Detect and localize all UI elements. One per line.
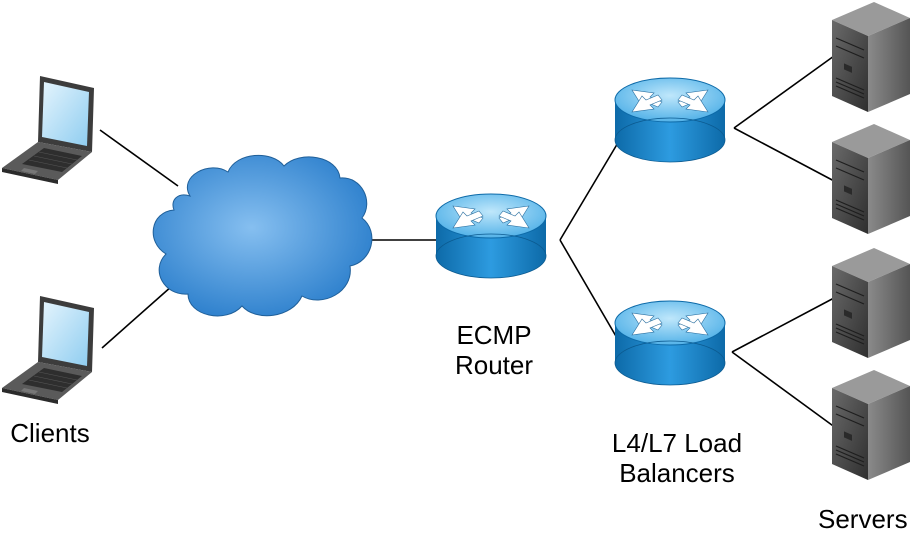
laptop-icon [1, 75, 95, 185]
server-tower-icon [831, 1, 911, 113]
router-label-line2: Router [454, 350, 534, 380]
load-balancers-label-line1: L4/L7 Load [611, 428, 743, 458]
server-tower-icon [831, 369, 911, 481]
clients-label: Clients [10, 418, 90, 448]
server-tower-icon [831, 247, 911, 359]
link-lb2-server4 [731, 351, 837, 429]
laptop-icon [1, 295, 95, 405]
link-client2-cloud [101, 285, 173, 349]
link-lb2-server3 [731, 297, 835, 353]
links [99, 55, 837, 429]
cloud-icon [152, 154, 373, 317]
server-tower-icon [831, 123, 911, 235]
link-lb1-server2 [733, 127, 837, 183]
link-router-lb2 [559, 239, 625, 351]
router-icon [614, 77, 726, 163]
load-balancers-label-line2: Balancers [619, 458, 735, 488]
router-icon [614, 300, 726, 386]
link-lb1-server1 [733, 55, 835, 129]
link-client1-cloud [99, 129, 179, 187]
load-balancers-label: L4/L7 Load Balancers [600, 428, 754, 488]
link-router-lb1 [559, 135, 623, 241]
servers-label: Servers [818, 504, 908, 534]
router-label-line1: ECMP [456, 320, 532, 350]
router-label: ECMP Router [430, 320, 558, 380]
router-icon [435, 193, 547, 279]
